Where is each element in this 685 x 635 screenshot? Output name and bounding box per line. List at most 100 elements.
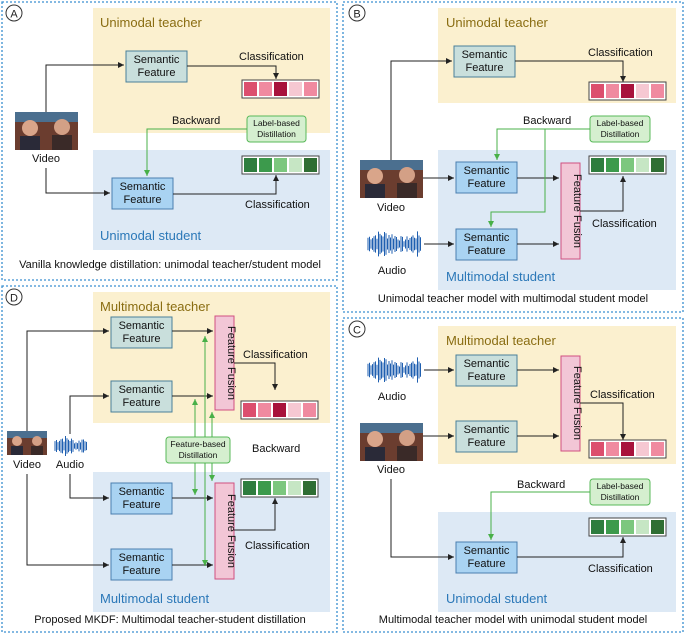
panel-c-distill-line2: Distillation — [601, 492, 640, 502]
panel-a-teacher-bar-cell — [244, 82, 257, 96]
panel-d-audio-waveform — [54, 435, 87, 457]
panel-b-arrow-fusion-to-output — [580, 176, 626, 212]
panel-d-student-bar-cell — [273, 481, 286, 495]
panel-b-student-output-bar — [588, 155, 667, 175]
panel-d-teacher-fusion-label: Feature Fusion — [225, 326, 237, 400]
panel-b-video-label: Video — [377, 202, 405, 214]
panel-b-video-thumbnail — [360, 160, 423, 198]
panel-b-teacher-feature-line2: Feature — [466, 62, 504, 74]
panel-b-student-bar-cell — [591, 158, 604, 172]
panel-c-audio-label: Audio — [378, 391, 406, 403]
panel-b-teacher-bar-cell — [606, 84, 619, 98]
panel-c-video-label: Video — [377, 464, 405, 476]
panel-a-letter: A — [10, 9, 18, 21]
panel-d-teacher-classification: Classification — [243, 349, 308, 361]
panel-a-student-classification: Classification — [245, 199, 310, 211]
panel-a-letter-badge — [5, 4, 23, 22]
panel-d-teacher-feature-2-line2: Feature — [123, 397, 161, 409]
panel-d-arrow-student-to-output — [234, 498, 278, 531]
panel-a-student-bar-cell — [244, 158, 257, 172]
panel-b-teacher-title: Unimodal teacher — [446, 15, 549, 30]
panel-a-distill-line2: Distillation — [257, 129, 296, 139]
panel-b-teacher-bar-cell — [621, 84, 634, 98]
panel-c-teacher-bar-cell — [636, 442, 649, 456]
panel-d-student-feature-1-line2: Feature — [123, 499, 161, 511]
panel-d-student-feature-1-line1: Semantic — [119, 486, 165, 498]
panel-c-teacher-bar-cell — [621, 442, 634, 456]
panel-b-student-feature-2-box — [455, 228, 518, 261]
panel-b-student-feature-1-line1: Semantic — [464, 165, 510, 177]
panel-b-student-feature-1-line2: Feature — [468, 178, 506, 190]
panel-d-video-thumbnail — [7, 431, 47, 455]
panel-b-student-feature-2-line2: Feature — [468, 245, 506, 257]
panel-b-student-bar-cell — [636, 158, 649, 172]
panel-d-distill-line2: Distillation — [179, 450, 218, 460]
panel-b-feature-fusion-label: Feature Fusion — [571, 174, 583, 248]
panel-d-distill-line1: Feature-based — [170, 439, 226, 449]
panel-c-student-output-bar — [588, 517, 667, 537]
panel-c-letter: C — [353, 325, 361, 337]
panel-a-teacher-feature-line2: Feature — [138, 67, 176, 79]
panel-c-audio-waveform — [367, 357, 421, 383]
panel-c-student-bar-cell — [621, 520, 634, 534]
panel-a-arrow-student-to-output — [173, 175, 279, 195]
panel-c-letter-badge — [348, 320, 366, 338]
panel-d-caption: Proposed MKDF: Multimodal teacher-studen… — [34, 614, 305, 626]
panel-d-student-feature-2-line1: Semantic — [119, 552, 165, 564]
panel-b-teacher-output-bar — [588, 81, 667, 101]
panel-c-student-bar-cell — [606, 520, 619, 534]
panel-b-caption: Unimodal teacher model with multimodal s… — [378, 293, 648, 305]
panel-b-teacher-feature-box — [453, 45, 516, 78]
panel-c-backward-label: Backward — [517, 479, 565, 491]
panel-c-student-bar-cell — [591, 520, 604, 534]
panel-d-arrow-video-to-teacher — [26, 328, 109, 431]
panel-b-arrow-distill-2 — [488, 129, 546, 227]
panel-d-audio-label: Audio — [56, 459, 84, 471]
panel-c-caption: Multimodal teacher model with unimodal s… — [379, 614, 647, 626]
panel-c-student-title: Unimodal student — [446, 591, 548, 606]
panel-d-student-bar-cell — [243, 481, 256, 495]
panel-a-student-title: Unimodal student — [100, 228, 202, 243]
panel-a-teacher-output-bar — [241, 79, 320, 99]
panel-b-arrow-teacher-to-output — [515, 60, 626, 82]
panel-c-student-classification: Classification — [588, 563, 653, 575]
panel-d-teacher-feature-2-line1: Semantic — [119, 384, 165, 396]
panel-c-teacher-bar-cell — [651, 442, 664, 456]
panel-d-student-bar-cell — [258, 481, 271, 495]
panel-a-video-label: Video — [32, 153, 60, 165]
panel-a-arrow-video-to-teacher — [45, 62, 124, 112]
panel-a-backward-label: Backward — [172, 115, 220, 127]
panel-c-teacher-bar-cell — [606, 442, 619, 456]
panel-a-teacher-bar-cell — [289, 82, 302, 96]
panel-c-teacher-output-bar — [588, 439, 667, 459]
panel-a-arrow-distill — [144, 128, 247, 176]
panel-d-letter: D — [10, 293, 18, 305]
panel-a-teacher-bar-cell — [274, 82, 287, 96]
panel-a-student-bar-cell — [304, 158, 317, 172]
panel-b-arrow-video-to-teacher — [390, 58, 452, 160]
panel-a-teacher-title: Unimodal teacher — [100, 15, 203, 30]
panel-a-student-feature-box — [111, 177, 174, 210]
panel-d-teacher-feature-1-line2: Feature — [123, 333, 161, 345]
panel-b-teacher-bar-cell — [651, 84, 664, 98]
panel-b-arrow-distill-1 — [494, 128, 590, 160]
panel-a-teacher-feature-line1: Semantic — [134, 54, 180, 66]
panel-d-teacher-bar-cell — [303, 403, 316, 417]
panel-c-teacher-feature-2-line1: Semantic — [464, 424, 510, 436]
panel-c-teacher-feature-2-box — [455, 420, 518, 453]
panel-b-teacher-bar-cell — [636, 84, 649, 98]
panel-d-student-title: Multimodal student — [100, 591, 209, 606]
panel-d-arrow-teacher-to-output — [234, 362, 278, 390]
panel-c-arrow-distill — [488, 491, 590, 540]
panel-c-video-thumbnail — [360, 423, 423, 461]
panel-b-teacher-classification: Classification — [588, 47, 653, 59]
panel-a-distill-line1: Label-based — [253, 118, 300, 128]
panel-c-feature-fusion-label: Feature Fusion — [571, 366, 583, 440]
panel-b-student-bar-cell — [606, 158, 619, 172]
panel-d-teacher-title: Multimodal teacher — [100, 299, 210, 314]
panel-d-teacher-feature-1-line1: Semantic — [119, 320, 165, 332]
panel-d-arrow-audio-to-teacher — [69, 393, 109, 434]
panel-b-letter: B — [353, 9, 360, 21]
panel-a-video-thumbnail — [15, 112, 78, 150]
